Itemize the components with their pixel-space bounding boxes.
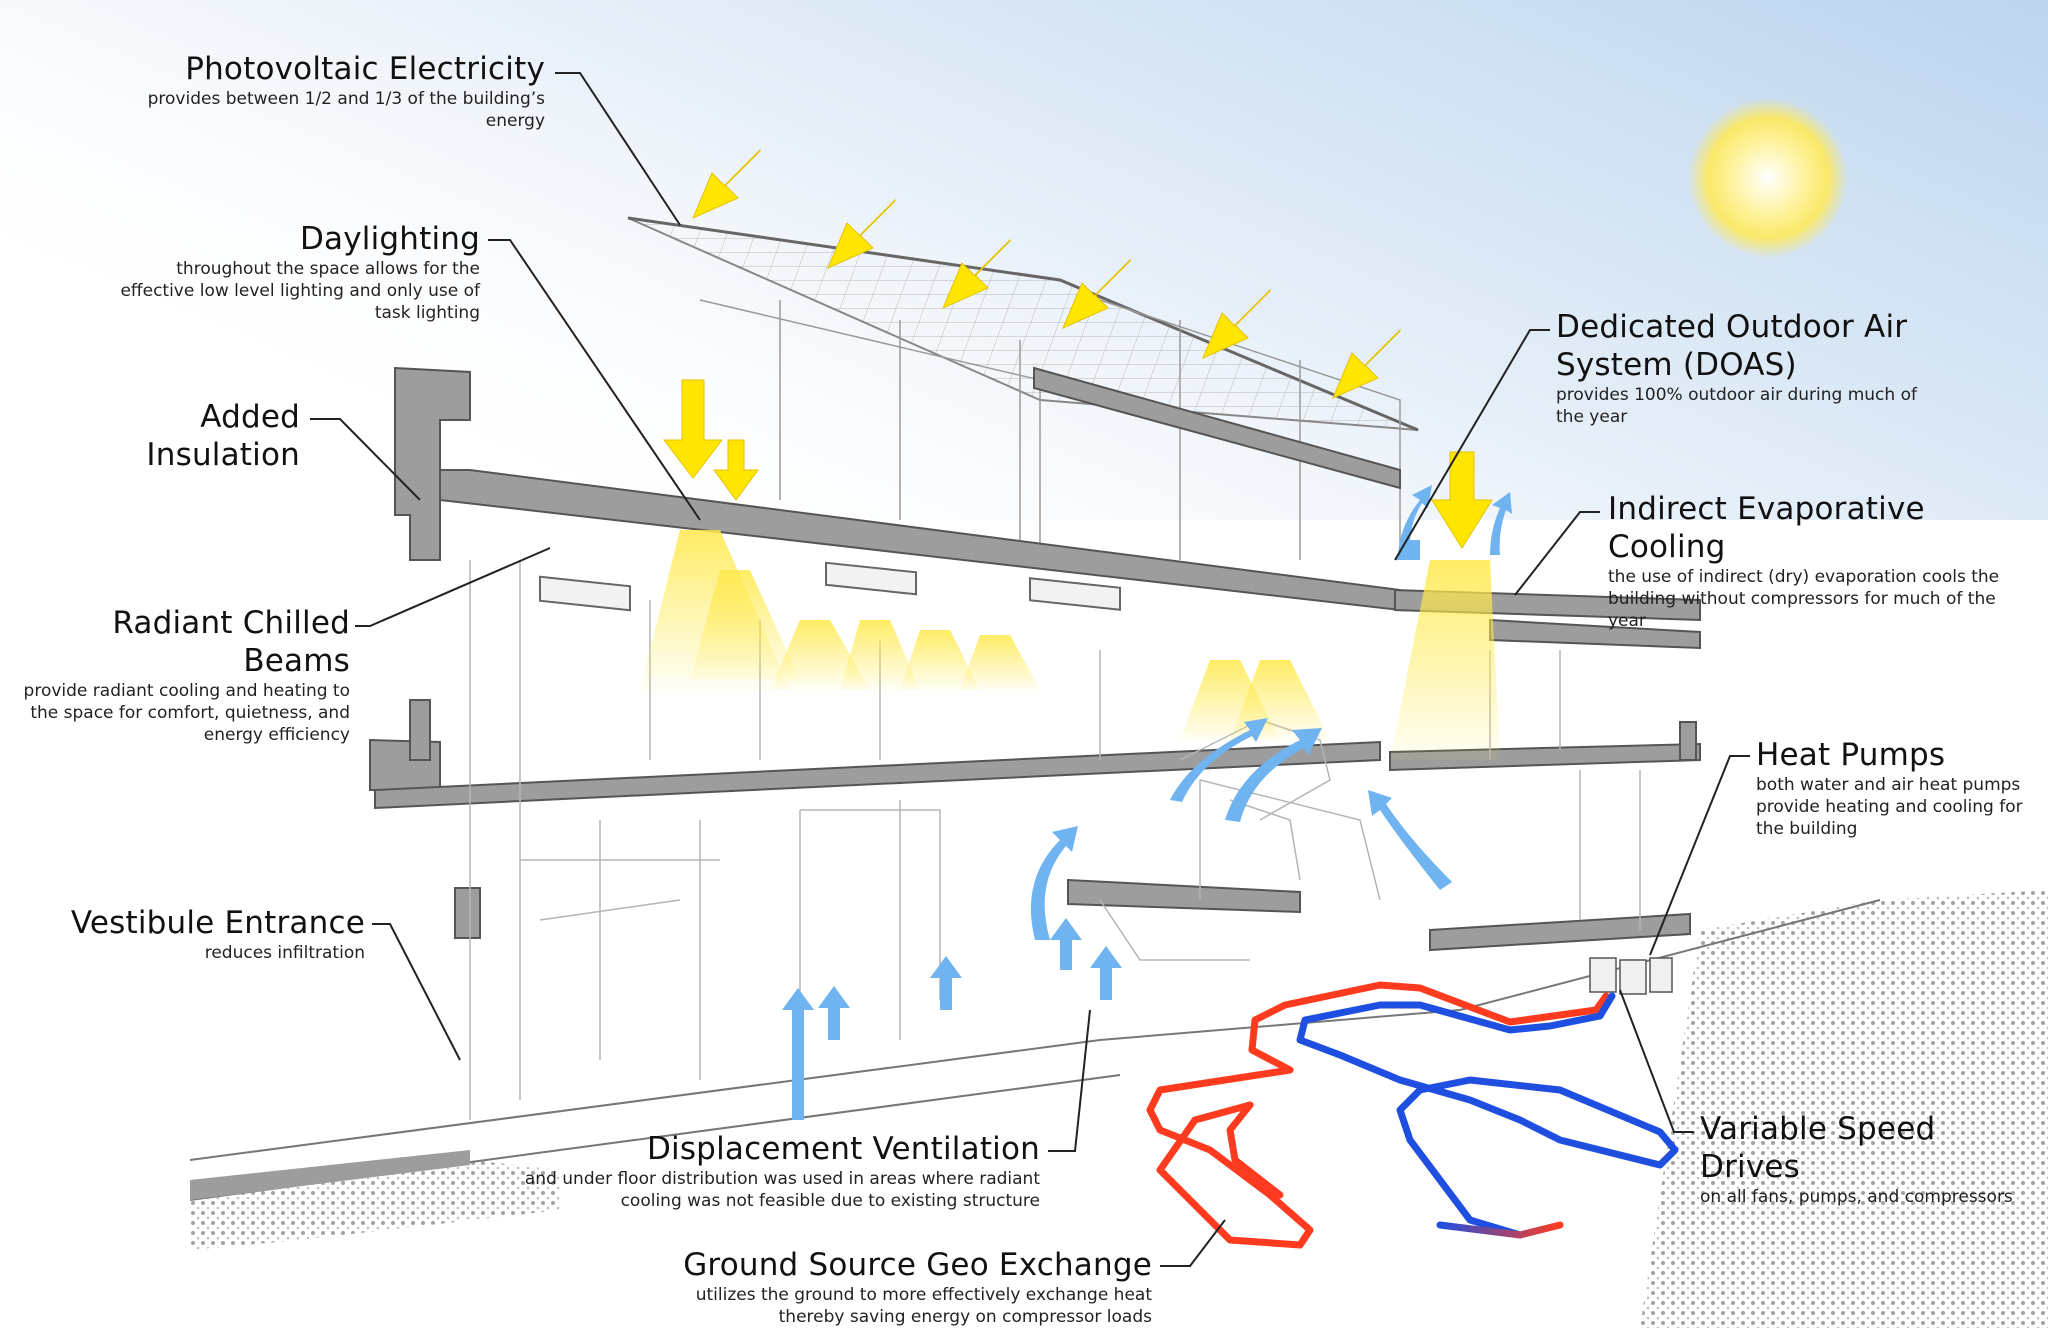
callout-vsd-title: Variable Speed Drives <box>1700 1111 1936 1185</box>
leader-daylighting <box>488 239 701 521</box>
callout-vestibule-title: Vestibule Entrance <box>70 905 365 941</box>
callout-insulation: Added Insulation <box>40 398 300 474</box>
callout-photovoltaic: Photovoltaic Electricity provides betwee… <box>130 50 545 132</box>
callout-photovoltaic-desc: provides between 1/2 and 1/3 of the buil… <box>147 89 545 131</box>
daylight-glow <box>640 530 1500 760</box>
air-flow-arrow-icon <box>1050 918 1082 970</box>
callout-geo-desc: utilizes the ground to more effectively … <box>695 1285 1152 1327</box>
callout-evap: Indirect Evaporative Cooling the use of … <box>1608 490 2028 632</box>
air-flow-arrow-icon <box>1030 826 1078 940</box>
leader-insulation <box>310 418 421 501</box>
leader-photovoltaic <box>555 72 681 226</box>
ground-hatch-right <box>1640 890 2048 1328</box>
solar-arrow-icon <box>713 439 759 501</box>
pv-array <box>627 216 1419 432</box>
callout-evap-desc: the use of indirect (dry) evaporation co… <box>1608 567 2000 631</box>
callout-heat-pumps: Heat Pumps both water and air heat pumps… <box>1756 736 2026 840</box>
ground-hatch-left <box>190 1160 560 1250</box>
leader-doas <box>1394 329 1550 561</box>
callout-chilled-beams-title: Radiant Chilled Beams <box>112 605 350 679</box>
sky-background <box>0 0 2048 520</box>
callout-daylighting: Daylighting throughout the space allows … <box>120 220 480 324</box>
callout-vestibule-desc: reduces infiltration <box>204 943 365 963</box>
callout-photovoltaic-title: Photovoltaic Electricity <box>185 51 545 87</box>
solar-arrow-icon <box>1062 258 1131 329</box>
callout-heat-pumps-title: Heat Pumps <box>1756 737 1946 773</box>
callout-chilled-beams-desc: provide radiant cooling and heating to t… <box>23 681 350 745</box>
callout-doas: Dedicated Outdoor Air System (DOAS) prov… <box>1556 308 1936 428</box>
air-flow-arrow-icon <box>1490 492 1512 555</box>
leader-chilled-beams <box>355 547 551 627</box>
leader-vestibule <box>372 923 461 1061</box>
callout-evap-title: Indirect Evaporative Cooling <box>1608 491 1925 565</box>
geo-exchange-loops <box>1146 981 1679 1249</box>
air-flow-arrow-icon <box>930 956 962 1010</box>
air-flow-arrow-icon <box>818 986 850 1040</box>
sun-icon <box>1688 98 1848 258</box>
callout-daylighting-desc: throughout the space allows for the effe… <box>120 259 480 323</box>
leader-displacement <box>1048 1009 1091 1152</box>
callout-insulation-title: Added Insulation <box>146 399 300 473</box>
leader-geo <box>1160 1219 1226 1267</box>
heat-pump-equipment <box>1589 957 1673 995</box>
solar-arrow-icon <box>942 238 1011 309</box>
solar-arrow-icon <box>1431 451 1493 549</box>
callout-heat-pumps-desc: both water and air heat pumps provide he… <box>1756 775 2023 839</box>
solar-arrow-icon <box>692 148 761 219</box>
callout-displacement-title: Displacement Ventilation <box>646 1131 1040 1167</box>
solar-arrow-icon <box>662 379 724 479</box>
callout-doas-title: Dedicated Outdoor Air System (DOAS) <box>1556 309 1908 383</box>
callout-chilled-beams: Radiant Chilled Beams provide radiant co… <box>20 604 350 746</box>
leader-evap <box>1514 511 1600 596</box>
leader-heat-pumps <box>1649 755 1750 956</box>
callout-geo: Ground Source Geo Exchange utilizes the … <box>640 1246 1152 1328</box>
callout-vsd-desc: on all fans, pumps, and compressors <box>1700 1187 2013 1207</box>
chilled-beam-units <box>539 561 1121 612</box>
solar-arrows <box>662 148 1493 549</box>
callout-displacement: Displacement Ventilation and under floor… <box>520 1130 1040 1212</box>
solar-arrow-icon <box>827 198 896 269</box>
callout-doas-desc: provides 100% outdoor air during much of… <box>1556 385 1917 427</box>
callout-vestibule: Vestibule Entrance reduces infiltration <box>60 904 365 964</box>
air-flow-arrow-icon <box>782 988 814 1120</box>
solar-arrow-icon <box>1332 328 1401 399</box>
air-flow-arrow-icon <box>1368 790 1452 890</box>
solar-arrow-icon <box>1202 288 1271 359</box>
callout-daylighting-title: Daylighting <box>299 221 480 257</box>
interior-linework <box>469 560 1641 1120</box>
air-flow-arrow-icon <box>1170 718 1268 802</box>
air-flow-arrow-icon <box>1090 946 1122 1000</box>
leader-vsd <box>1619 989 1694 1133</box>
callout-vsd: Variable Speed Drives on all fans, pumps… <box>1700 1110 2020 1208</box>
air-flow-arrow-icon <box>1225 728 1322 822</box>
callout-geo-title: Ground Source Geo Exchange <box>683 1247 1152 1283</box>
leader-lines <box>310 72 1750 1267</box>
callout-displacement-desc: and under floor distribution was used in… <box>524 1169 1040 1211</box>
foundation-slab <box>190 1150 470 1200</box>
